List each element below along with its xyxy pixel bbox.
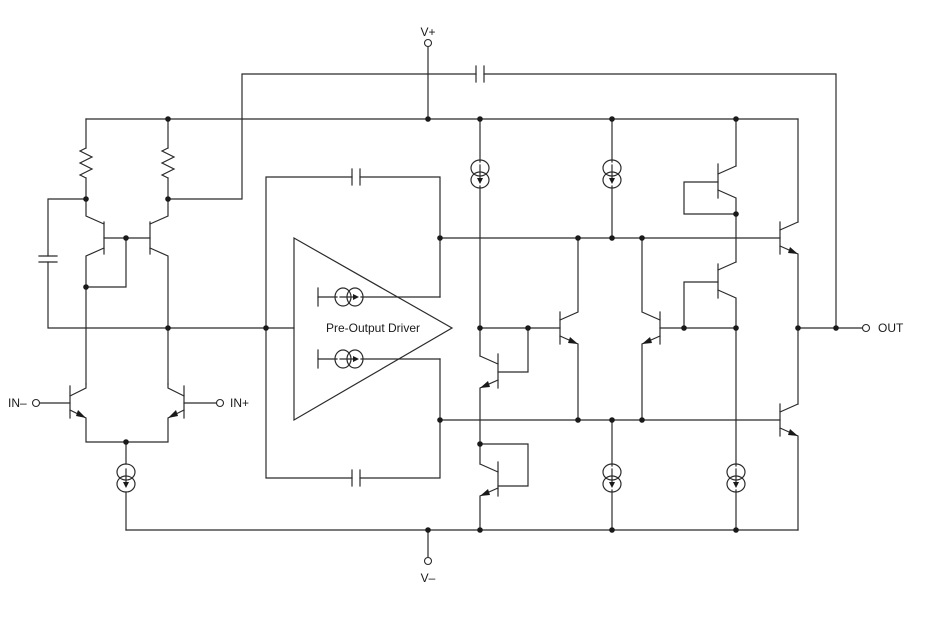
in-plus-terminal <box>215 398 225 408</box>
load-resistors <box>78 118 176 200</box>
output-stage <box>779 118 871 531</box>
driver-label: Pre-Output Driver <box>326 321 420 335</box>
in-minus-terminal <box>31 398 41 408</box>
bias-network <box>439 118 781 531</box>
input-pair <box>31 383 225 531</box>
driver-feedback-capacitors <box>167 168 441 487</box>
vplus-label: V+ <box>420 25 435 39</box>
vminus-terminal <box>423 556 433 566</box>
vminus-label: V– <box>421 571 436 585</box>
mirror-transistors <box>85 198 169 385</box>
out-terminal <box>861 323 871 333</box>
vplus-rail <box>85 38 799 120</box>
pre-output-driver <box>293 236 454 422</box>
input-capacitor <box>38 198 169 329</box>
tail-current-source <box>116 463 136 493</box>
vminus-rail <box>125 529 799 566</box>
output-feedback-capacitor <box>167 65 837 329</box>
vplus-terminal <box>423 38 433 48</box>
out-label: OUT <box>878 321 904 335</box>
junction-dots <box>83 116 839 533</box>
in-minus-label: IN– <box>8 396 27 410</box>
in-plus-label: IN+ <box>230 396 249 410</box>
